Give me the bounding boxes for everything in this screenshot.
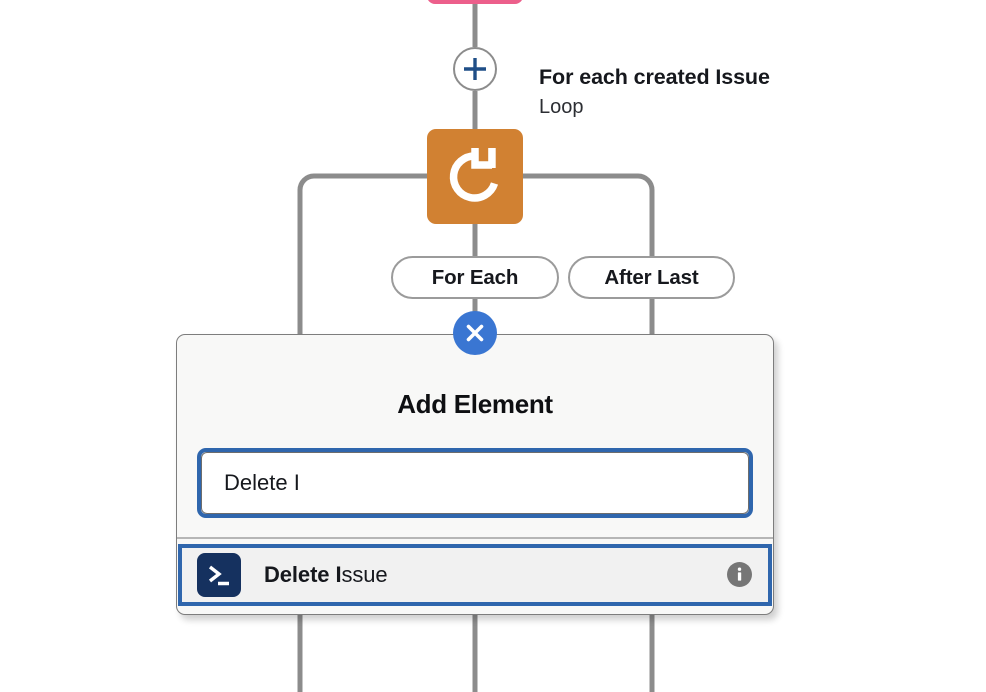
dialog-title: Add Element [397,389,553,419]
add-element-dialog: Add Element Delete Issue [176,334,774,615]
search-result-match: Delete I [264,561,342,587]
search-result-item[interactable]: Delete Issue [178,543,772,606]
loop-node[interactable] [427,129,523,224]
branch-pill-after-last[interactable]: After Last [568,256,735,299]
close-x-icon [466,324,484,342]
close-dialog-button[interactable] [453,311,497,355]
terminal-script-icon [197,552,241,597]
loop-node-subtitle: Loop [539,95,584,118]
branch-pill-for-each-label: For Each [431,265,519,289]
loop-node-title: For each created Issue [539,65,770,89]
previous-step-node[interactable] [427,0,523,4]
element-search-input[interactable] [201,452,749,514]
info-glyph [737,567,742,581]
terminal-glyph [208,565,229,585]
results-divider [177,537,773,539]
plus-icon [464,58,486,80]
search-result-label: Delete Issue [264,562,727,588]
loop-node-label: For each created Issue Loop [539,62,770,121]
search-result-rest: ssue [341,561,388,587]
branch-pill-after-last-label: After Last [604,265,699,289]
info-icon[interactable] [727,562,752,587]
loop-refresh-icon [449,147,499,202]
add-step-plus-button[interactable] [453,47,497,91]
branch-pill-for-each[interactable]: For Each [391,256,559,299]
search-field-wrapper [197,448,753,518]
